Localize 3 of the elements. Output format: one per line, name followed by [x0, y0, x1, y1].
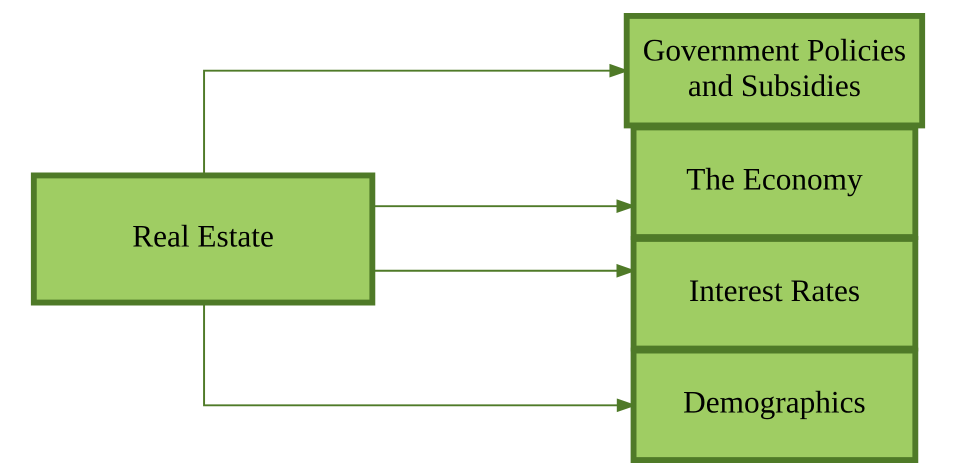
node-box: Government Policies and Subsidies [624, 12, 926, 128]
node-box: Real Estate [30, 172, 376, 306]
node-box: Demographics [630, 348, 918, 464]
